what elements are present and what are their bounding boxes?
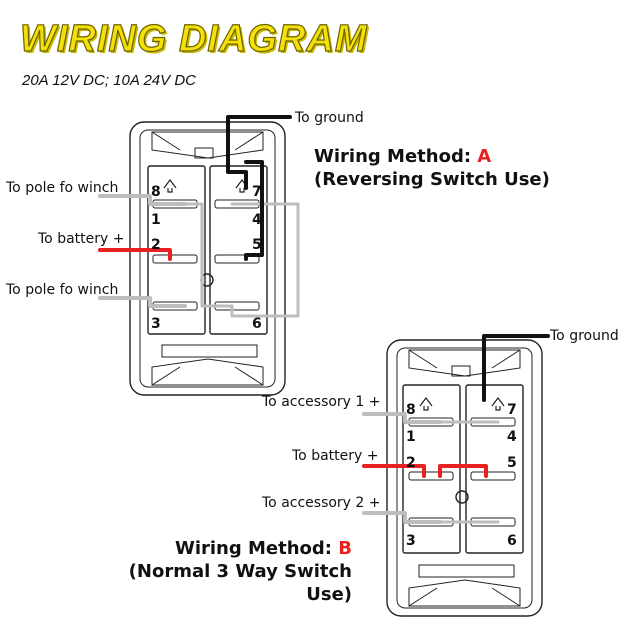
switch-b-left-column: [402, 384, 461, 554]
switch-b: [386, 339, 543, 617]
method-b-desc: (Normal 3 Way Switch Use): [128, 561, 352, 605]
pin-a-2: 2: [151, 237, 161, 253]
switch-a: [129, 121, 286, 396]
label-b-accessory-1: To accessory 1 +: [262, 394, 381, 410]
label-a-pole-top: To pole fo winch: [6, 180, 119, 196]
switch-b-inner-frame: [396, 347, 533, 609]
diagram-title: WIRING DIAGRAM: [19, 17, 368, 60]
method-a-prefix: Wiring Method:: [314, 146, 478, 167]
switch-a-lamp-arrow-left: [163, 179, 177, 193]
pin-a-5: 5: [252, 237, 262, 253]
method-a-desc: (Reversing Switch Use): [314, 169, 550, 190]
wire-a-cross-1: [183, 202, 234, 308]
pin-a-8: 8: [151, 184, 161, 200]
label-b-ground: To ground: [550, 328, 619, 344]
switch-b-pivot: [455, 490, 469, 504]
wire-a-pole-bottom: [98, 296, 187, 308]
method-b-prefix: Wiring Method:: [174, 538, 339, 559]
wire-b-battery-jumper: [438, 464, 488, 478]
pin-b-6: 6: [507, 533, 517, 549]
pin-b-8: 8: [406, 402, 416, 418]
pin-b-5: 5: [507, 455, 517, 471]
switch-b-lamp-arrow-right: [491, 397, 505, 411]
wire-a-ground-jumper: [244, 160, 264, 261]
rating-subtitle: 20A 12V DC; 10A 24V DC: [22, 72, 196, 89]
label-a-ground: To ground: [295, 110, 364, 126]
method-a-code: A: [477, 146, 492, 167]
wire-b-accessory-1: [362, 412, 442, 424]
pin-a-1: 1: [151, 212, 161, 228]
wire-b-accessory-2: [362, 511, 442, 524]
pin-a-4: 4: [252, 212, 262, 228]
switch-b-housing: [386, 339, 543, 617]
pin-a-3: 3: [151, 316, 161, 332]
switch-b-lamp-arrow-left: [419, 397, 433, 411]
pin-b-1: 1: [406, 429, 416, 445]
pin-a-7: 7: [252, 184, 262, 200]
method-a-block: Wiring Method: A (Reversing Switch Use): [314, 145, 550, 191]
label-b-battery: To battery +: [292, 448, 379, 464]
switch-b-right-column: [465, 384, 524, 554]
pin-b-3: 3: [406, 533, 416, 549]
wire-a-cross-2: [230, 202, 300, 318]
wire-a-ground: [226, 115, 292, 190]
switch-b-pin-numbers: 8 7 1 4 2 5 3 6: [406, 402, 517, 549]
switch-a-bottom-rocker: [151, 358, 264, 386]
switch-a-pin-numbers: 8 7 1 4 2 5 3 6: [151, 184, 262, 332]
method-b-code: B: [338, 538, 352, 559]
pin-b-7: 7: [507, 402, 517, 418]
switch-b-wires: [362, 334, 550, 524]
method-b-block: Wiring Method: B (Normal 3 Way Switch Us…: [104, 537, 352, 606]
switch-a-wires: [98, 115, 300, 318]
pin-b-4: 4: [507, 429, 517, 445]
label-b-accessory-2: To accessory 2 +: [262, 495, 381, 511]
label-a-battery: To battery +: [38, 231, 125, 247]
switch-a-right-column: [209, 165, 268, 335]
switch-b-top-rocker: [408, 349, 521, 377]
wire-b-battery: [362, 464, 426, 478]
switch-a-housing: [129, 121, 286, 396]
label-a-pole-bottom: To pole fo winch: [6, 282, 119, 298]
switch-a-inner-frame: [139, 129, 276, 388]
wire-a-battery: [98, 248, 172, 261]
wire-a-pole-top: [98, 194, 187, 206]
pin-b-2: 2: [406, 455, 416, 471]
wire-b-ground: [482, 334, 550, 402]
pin-a-6: 6: [252, 316, 262, 332]
switch-b-bottom-rocker: [408, 579, 521, 607]
switch-a-top-rocker: [151, 131, 264, 159]
